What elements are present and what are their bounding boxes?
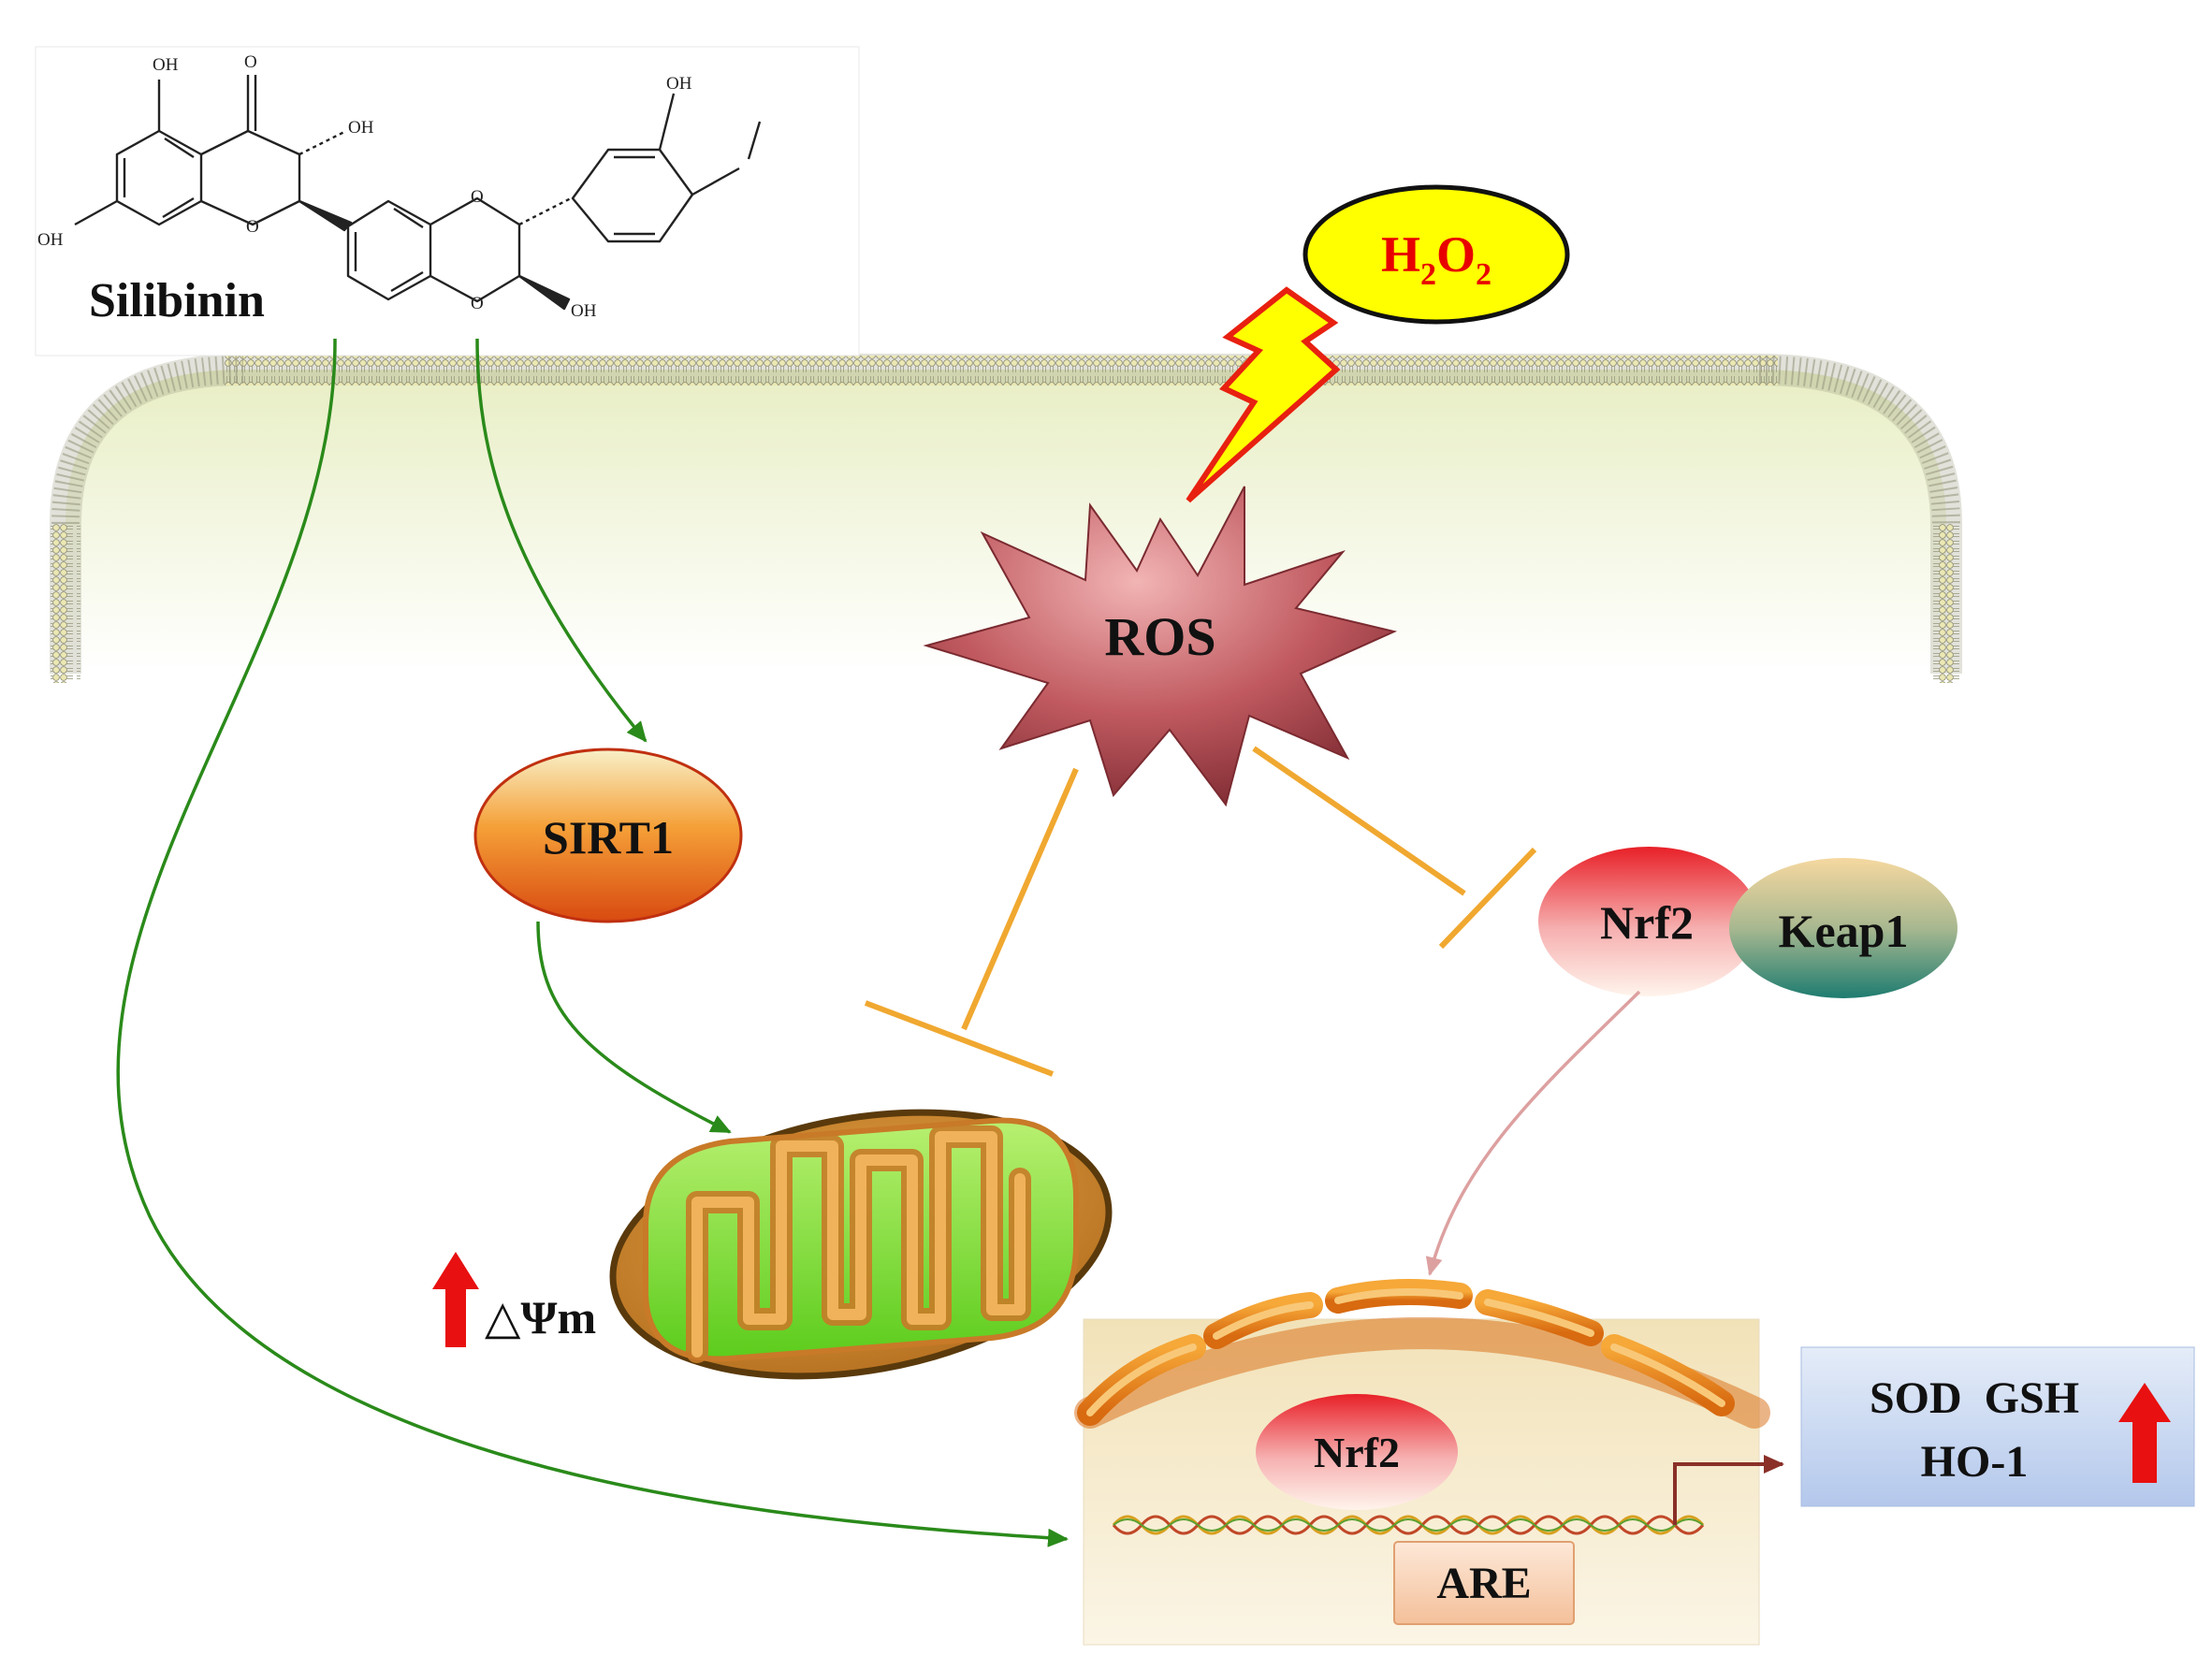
atom-label: O [246,217,259,237]
keap1-label: Keap1 [1779,905,1909,957]
nrf2-nuclear-node: Nrf2 [1256,1394,1458,1510]
atom-label: O [244,52,257,72]
ros-burst: ROS [923,486,1398,807]
nrf2-keap1-complex: Nrf2 Keap1 [1538,847,1957,998]
cell-membrane-right [1931,524,1961,683]
inhibition-ros-mitochondrion [864,767,1079,1077]
cytoplasm-region [65,370,1946,674]
antioxidant-output-box: SOD GSH HO-1 [1800,1346,2195,1507]
membrane-potential-label: △Ψm [485,1291,596,1343]
are-label: ARE [1436,1559,1531,1608]
atom-label: O [471,187,484,207]
sirt1-label: SIRT1 [543,811,674,864]
arrow-transcription [1673,1455,1784,1525]
output-line-2: HO-1 [1921,1437,2029,1487]
atom-label: OH [37,230,64,250]
mitochondrion [609,1109,1113,1380]
atom-label: OH [348,118,374,138]
cell-membrane-top [225,356,1778,385]
cell-membrane-left [51,524,80,683]
ros-label: ROS [1104,606,1215,667]
atom-label: OH [571,301,597,321]
sirt1-node: SIRT1 [473,748,743,923]
are-box: ARE [1393,1541,1575,1625]
arrow-nrf2-translocation [1425,990,1641,1276]
atom-label: O [471,294,484,313]
arrow-silibinin-to-are [116,338,1069,1547]
arrow-sirt1-to-mitochondrion [536,921,732,1134]
dna-helix [1112,1515,1705,1535]
h2o2-stressor: H2O2 [1302,184,1570,325]
lightning-bolt-icon [1186,286,1341,503]
membrane-potential-increase-arrow-icon [432,1252,479,1347]
inhibition-ros-nrf2 [1252,746,1537,950]
atom-label: OH [666,74,692,94]
h2o2-label: H2O2 [1381,226,1492,292]
arrow-silibinin-to-sirt1 [475,338,648,743]
output-line-1: SOD GSH [1870,1373,2079,1423]
output-increase-arrow-icon [2118,1383,2171,1483]
atom-label: OH [153,55,179,75]
nrf2-cytoplasmic-label: Nrf2 [1600,896,1694,949]
cell-membrane-corner-right [1758,356,1960,525]
silibinin-label: Silibinin [89,274,265,327]
silibinin-structure: OH O OH OH OH O O O OH Silibinin [35,46,860,356]
nrf2-nuclear-label: Nrf2 [1314,1429,1400,1476]
